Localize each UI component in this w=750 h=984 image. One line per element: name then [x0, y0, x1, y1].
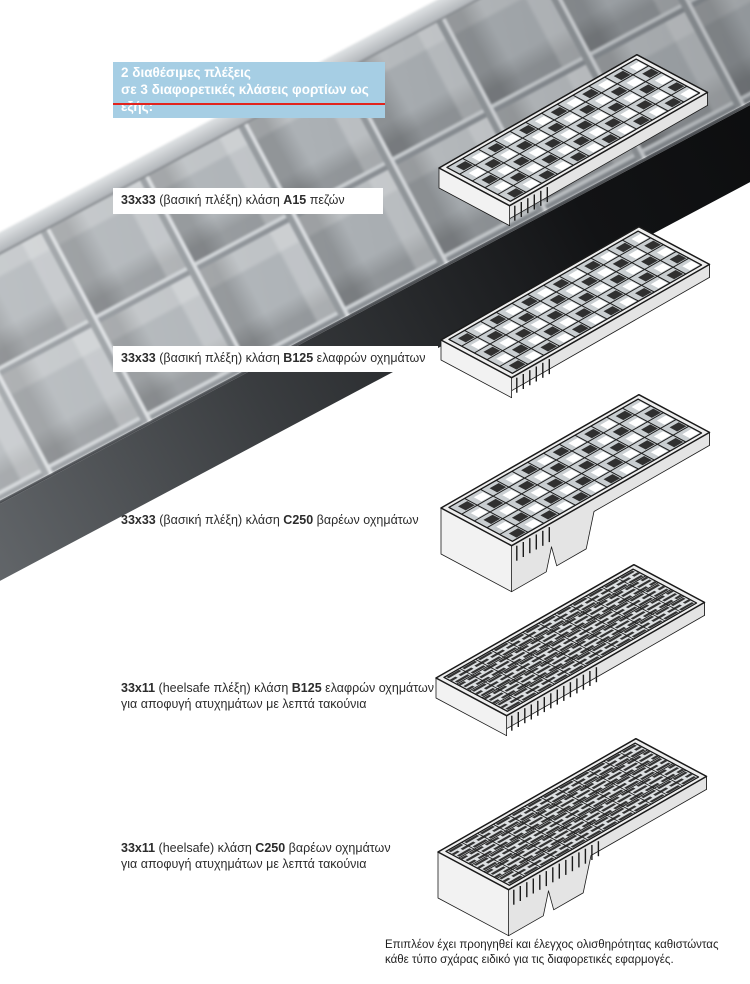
intro-banner: 2 διαθέσιμες πλέξεις σε 3 διαφορετικές κ…	[113, 62, 385, 118]
product-code: 33x33	[121, 513, 156, 527]
class-code: C250	[283, 513, 314, 527]
product-desc: (heelsafe πλέξη) κλάση	[155, 681, 292, 695]
product-code: 33x33	[121, 193, 156, 207]
product-desc-tail: ελαφρών οχημάτων	[321, 681, 435, 695]
product-desc-tail: βαρέων οχημάτων	[313, 513, 419, 527]
product-label-a15: 33x33 (βασική πλέξη) κλάση A15 πεζών	[113, 188, 383, 214]
grating-illustration-33x11-c250	[437, 737, 708, 937]
product-label-line2: για αποφυγή ατυχημάτων με λεπτά τακούνια	[121, 696, 367, 711]
product-desc: (heelsafe) κλάση	[155, 841, 256, 855]
product-desc-tail: βαρέων οχημάτων	[285, 841, 391, 855]
product-label-line1: 33x11 (heelsafe) κλάση C250 βαρέων οχημά…	[121, 841, 391, 857]
class-code: A15	[283, 193, 307, 207]
grating-illustration-33x33-b125	[440, 225, 711, 399]
product-desc-tail: ελαφρών οχημάτων	[313, 351, 426, 365]
footer-line1: Επιπλέον έχει προηγηθεί και έλεγχος ολισ…	[385, 939, 719, 951]
class-code: B125	[283, 351, 314, 365]
product-label-line1: 33x11 (heelsafe πλέξη) κλάση B125 ελαφρώ…	[121, 681, 434, 697]
grating-illustration-33x11-b125	[435, 563, 706, 737]
class-code: B125	[291, 681, 322, 695]
product-label-line1: 33x33 (βασική πλέξη) κλάση B125 ελαφρών …	[121, 351, 426, 367]
footer-note: Επιπλέον έχει προηγηθεί και έλεγχος ολισ…	[385, 938, 719, 968]
red-divider	[113, 103, 385, 105]
product-label-heelsafe-b125: 33x11 (heelsafe πλέξη) κλάση B125 ελαφρώ…	[113, 676, 446, 717]
product-label-line2: για αποφυγή ατυχημάτων με λεπτά τακούνια	[121, 856, 367, 871]
product-code: 33x11	[121, 681, 156, 695]
product-code: 33x11	[121, 841, 156, 855]
product-label-b125: 33x33 (βασική πλέξη) κλάση B125 ελαφρών …	[113, 346, 438, 372]
intro-line1: 2 διαθέσιμες πλέξεις	[121, 65, 251, 80]
product-label-heelsafe-c250: 33x11 (heelsafe) κλάση C250 βαρέων οχημά…	[113, 836, 403, 877]
product-label-line1: 33x33 (βασική πλέξη) κλάση C250 βαρέων ο…	[121, 513, 419, 529]
grating-illustration-33x33-a15	[438, 53, 709, 227]
product-label-line1: 33x33 (βασική πλέξη) κλάση A15 πεζών	[121, 193, 371, 209]
product-desc-tail: πεζών	[306, 193, 345, 207]
footer-line2: κάθε τύπο σχάρας ειδικό για τις διαφορετ…	[385, 954, 674, 966]
grating-illustration-33x33-c250	[440, 393, 711, 593]
product-desc: (βασική πλέξη) κλάση	[155, 193, 284, 207]
product-code: 33x33	[121, 351, 156, 365]
product-desc: (βασική πλέξη) κλάση	[155, 513, 284, 527]
class-code: C250	[255, 841, 286, 855]
product-label-c250: 33x33 (βασική πλέξη) κλάση C250 βαρέων ο…	[113, 508, 431, 534]
product-desc: (βασική πλέξη) κλάση	[155, 351, 284, 365]
intro-line2: σε 3 διαφορετικές κλάσεις φορτίων ως εξή…	[121, 82, 369, 114]
